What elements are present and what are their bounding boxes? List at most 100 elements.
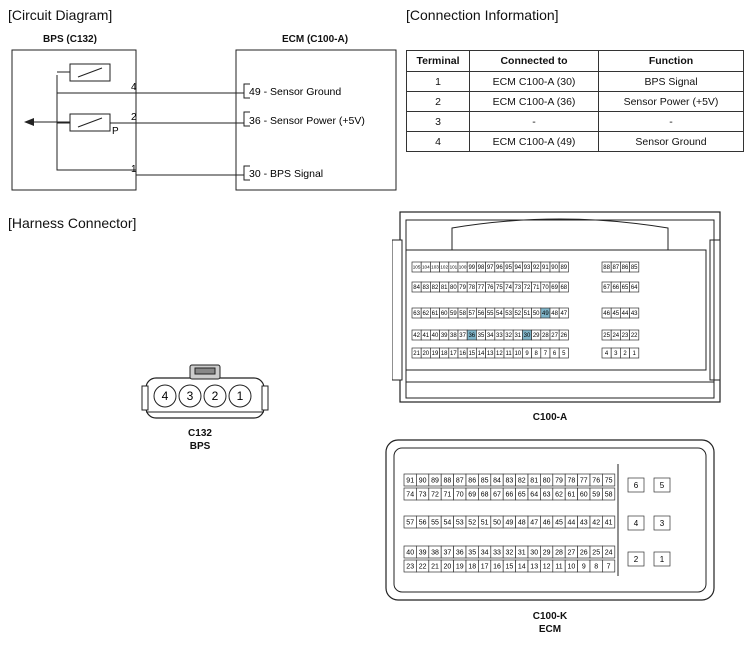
terminal-number: 11 — [555, 564, 562, 571]
table-cell: - — [469, 111, 599, 132]
terminal-cell — [558, 281, 569, 293]
terminal-number: 30 — [530, 550, 538, 557]
terminal-number: 43 — [580, 520, 588, 527]
pin-number: 4 — [131, 82, 137, 93]
bps-box — [11, 49, 137, 191]
pin-number: 4 — [162, 389, 169, 403]
terminal-number: 33 — [493, 550, 501, 557]
terminal-number: 83 — [422, 285, 429, 291]
terminal-number: 77 — [478, 285, 485, 291]
terminal-number: 10 — [568, 564, 576, 571]
terminal-number: 72 — [431, 492, 439, 499]
bps-connector-c132: 4 3 2 1 — [141, 364, 269, 419]
terminal-number: 90 — [551, 265, 558, 271]
terminal-number: 5 — [660, 481, 665, 490]
terminal-number: 95 — [505, 265, 512, 271]
terminal-number: 25 — [603, 333, 610, 339]
terminal-number: 13 — [530, 564, 538, 571]
terminal-number: 47 — [530, 520, 538, 527]
terminal-number: 31 — [518, 550, 526, 557]
terminal-cell — [629, 261, 640, 273]
connector-pin — [153, 384, 177, 408]
terminal-number: 56 — [478, 311, 485, 317]
terminal-number: 55 — [487, 311, 494, 317]
terminal-number: 45 — [555, 520, 563, 527]
terminal-number: 63 — [413, 311, 420, 317]
terminal-number: 17 — [481, 564, 489, 571]
terminal-number: 35 — [468, 550, 476, 557]
column-header: Terminal — [406, 50, 470, 72]
table-row: 3 - - — [406, 111, 744, 132]
terminal-number: 6 — [553, 351, 557, 357]
terminal-cell — [602, 487, 616, 501]
terminal-number: 4 — [634, 519, 639, 528]
terminal-number: 23 — [622, 333, 629, 339]
terminal-number: 101 — [450, 265, 458, 270]
terminal-cell — [629, 307, 640, 319]
terminal-number: 66 — [506, 492, 514, 499]
table-cell: ECM C100-A (30) — [469, 71, 599, 92]
ecm-terminal-label: 30 - BPS Signal — [249, 168, 323, 180]
terminal-number: 76 — [487, 285, 494, 291]
column-header: Function — [598, 50, 744, 72]
terminal-cell — [653, 477, 671, 493]
terminal-number: 70 — [456, 492, 464, 499]
terminal-number: 7 — [544, 351, 548, 357]
terminal-number: 73 — [419, 492, 427, 499]
terminal-number: 51 — [524, 311, 531, 317]
terminal-number: 82 — [518, 478, 526, 485]
terminal-cell — [602, 473, 616, 487]
terminal-cell — [627, 477, 645, 493]
harness-connector-title: [Harness Connector] — [8, 215, 137, 231]
terminal-number: 76 — [592, 478, 600, 485]
terminal-cell — [602, 559, 616, 573]
terminal-number: 8 — [594, 564, 598, 571]
terminal-number: 77 — [580, 478, 588, 485]
terminal-number: 42 — [413, 333, 420, 339]
terminal-number: 54 — [496, 311, 503, 317]
terminal-number: 96 — [496, 265, 503, 271]
terminal-number: 8 — [535, 351, 539, 357]
terminal-cell — [629, 281, 640, 293]
table-row: 2 ECM C100-A (36) Sensor Power (+5V) — [406, 91, 744, 112]
terminal-number: 33 — [496, 333, 503, 339]
terminal-number: 9 — [525, 351, 529, 357]
terminal-cell — [627, 515, 645, 531]
terminal-number: 10 — [514, 351, 521, 357]
terminal-cell — [602, 545, 616, 559]
table-row: 4 ECM C100-A (49) Sensor Ground — [406, 131, 744, 152]
connector-pin — [228, 384, 252, 408]
connector-pin — [203, 384, 227, 408]
terminal-number: 54 — [444, 520, 452, 527]
terminal-number: 16 — [493, 564, 501, 571]
terminal-number: 19 — [432, 351, 439, 357]
pin-number: 1 — [131, 164, 137, 175]
terminal-cell — [558, 261, 569, 273]
terminal-number: 56 — [419, 520, 427, 527]
terminal-number: 51 — [481, 520, 489, 527]
terminal-cell — [558, 347, 569, 359]
terminal-number: 48 — [551, 311, 558, 317]
terminal-number: 39 — [419, 550, 427, 557]
circuit-diagram: 4 2 1 P 49 - Sensor Ground 36 - Sensor P… — [11, 49, 397, 191]
terminal-number: 60 — [580, 492, 588, 499]
p-marker: P — [112, 126, 119, 137]
terminal-number: 42 — [592, 520, 600, 527]
terminal-number: 31 — [514, 333, 521, 339]
terminal-number: 34 — [481, 550, 489, 557]
bps-label: BPS (C132) — [43, 34, 97, 45]
terminal-number: 18 — [468, 564, 476, 571]
terminal-number: 19 — [456, 564, 464, 571]
terminal-number: 3 — [660, 519, 665, 528]
terminal-number: 44 — [568, 520, 576, 527]
terminal-number: 48 — [518, 520, 526, 527]
terminal-number: 5 — [562, 351, 566, 357]
table-cell: 2 — [406, 91, 470, 112]
terminal-number: 44 — [622, 311, 629, 317]
terminal-number: 36 — [456, 550, 464, 557]
terminal-number: 40 — [406, 550, 414, 557]
terminal-number: 65 — [622, 285, 629, 291]
terminal-number: 26 — [580, 550, 588, 557]
terminal-number: 60 — [441, 311, 448, 317]
terminal-number: 49 — [506, 520, 514, 527]
